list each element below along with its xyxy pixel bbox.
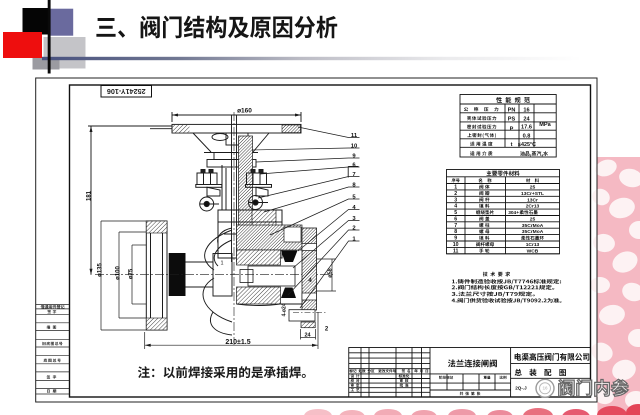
svg-text:1Cr13: 1Cr13 (526, 242, 540, 248)
svg-text:ø75: ø75 (129, 268, 135, 279)
svg-text:ø135: ø135 (98, 263, 104, 277)
svg-text:4-ø24: 4-ø24 (282, 303, 288, 316)
svg-text:2Cr13: 2Cr13 (526, 204, 540, 210)
svg-text:ø100: ø100 (116, 266, 122, 280)
svg-text:5: 5 (352, 194, 356, 200)
svg-text:210±1.5: 210±1.5 (225, 339, 250, 346)
svg-text:MPa: MPa (539, 122, 551, 128)
svg-text:35CrMoA: 35CrMoA (522, 229, 544, 235)
svg-text:16: 16 (523, 107, 529, 113)
svg-text:11: 11 (351, 133, 358, 139)
svg-text:6: 6 (352, 162, 356, 168)
svg-text:ø58: ø58 (328, 268, 334, 277)
svg-text:PN: PN (508, 107, 516, 113)
svg-text:P: P (510, 127, 514, 133)
svg-text:0.8: 0.8 (523, 133, 531, 139)
svg-text:8: 8 (352, 182, 356, 188)
svg-text:1: 1 (352, 236, 356, 242)
svg-text:181: 181 (87, 190, 93, 201)
svg-text:10: 10 (351, 143, 358, 149)
svg-text:13Cr: 13Cr (527, 197, 538, 203)
svg-text:3: 3 (352, 216, 356, 222)
svg-text:t: t (511, 142, 513, 148)
svg-text:24: 24 (523, 116, 530, 122)
svg-text:7: 7 (352, 172, 356, 178)
svg-text:WCB: WCB (527, 248, 539, 254)
svg-text:1: 1 (220, 261, 223, 267)
svg-text:2: 2 (454, 191, 457, 197)
svg-text:11: 11 (453, 248, 459, 254)
svg-text:4: 4 (454, 204, 457, 210)
svg-text:17.6: 17.6 (521, 125, 532, 131)
svg-text:25: 25 (530, 184, 536, 190)
svg-text:25: 25 (530, 216, 536, 222)
svg-text:4: 4 (352, 205, 356, 211)
svg-text:9: 9 (454, 236, 457, 242)
svg-text:304+: 304+ (508, 210, 519, 216)
svg-text:13Cr+STL: 13Cr+STL (521, 191, 544, 197)
svg-text:ø160: ø160 (237, 108, 252, 115)
svg-text:2Q-.J: 2Q-.J (515, 386, 527, 391)
svg-text:6: 6 (454, 216, 457, 222)
svg-text:7: 7 (454, 223, 457, 229)
svg-text:4: 4 (308, 278, 312, 284)
svg-text:2: 2 (325, 327, 329, 333)
svg-text:9: 9 (352, 153, 356, 159)
svg-text:3: 3 (454, 197, 457, 203)
svg-text:5: 5 (454, 210, 457, 216)
svg-text:10: 10 (453, 242, 459, 248)
svg-text:≤425°C: ≤425°C (518, 142, 536, 148)
svg-text:25241Y-106: 25241Y-106 (107, 87, 146, 96)
svg-text:35CrMoA: 35CrMoA (522, 223, 544, 229)
svg-text:2: 2 (352, 225, 356, 231)
svg-text:PS: PS (508, 116, 516, 122)
svg-text:24: 24 (304, 332, 311, 338)
svg-text:1: 1 (454, 184, 457, 190)
svg-text:8: 8 (454, 229, 457, 235)
